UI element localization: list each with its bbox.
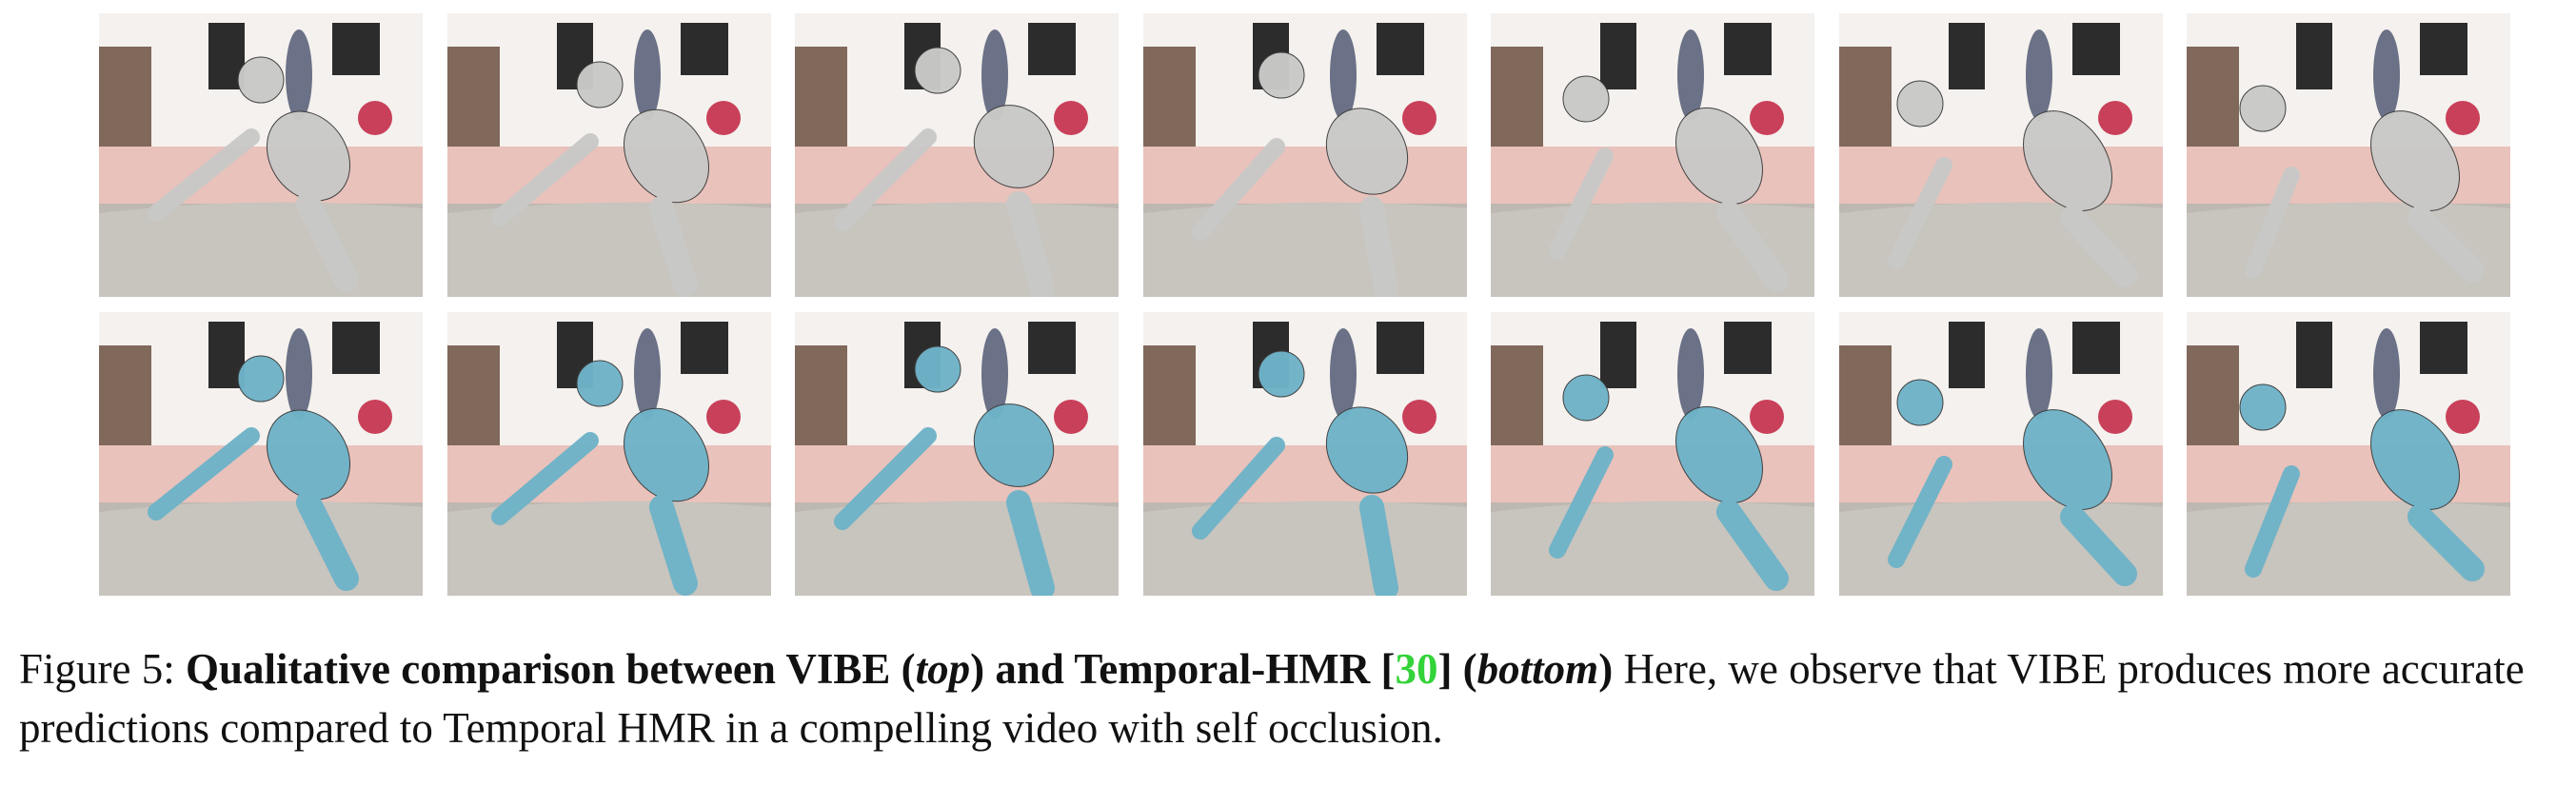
temporal-hmr-frame-2 bbox=[447, 312, 771, 596]
vibe-frame-5 bbox=[1491, 13, 1814, 297]
caption-italic-top: top bbox=[915, 645, 971, 693]
caption-bold-1: Qualitative comparison between VIBE (top… bbox=[186, 645, 1614, 693]
top-row-vibe bbox=[99, 13, 2510, 297]
vibe-frame-4 bbox=[1143, 13, 1467, 297]
temporal-hmr-frame-4 bbox=[1143, 312, 1467, 596]
temporal-hmr-frame-5 bbox=[1491, 312, 1814, 596]
vibe-frame-1 bbox=[99, 13, 423, 297]
figure-caption: Figure 5: Qualitative comparison between… bbox=[19, 639, 2561, 757]
caption-italic-bottom: bottom bbox=[1476, 645, 1599, 693]
temporal-hmr-frame-7 bbox=[2187, 312, 2510, 596]
temporal-hmr-frame-3 bbox=[795, 312, 1119, 596]
temporal-hmr-frame-1 bbox=[99, 312, 423, 596]
vibe-frame-2 bbox=[447, 13, 771, 297]
temporal-hmr-frame-6 bbox=[1839, 312, 2163, 596]
vibe-frame-7 bbox=[2187, 13, 2510, 297]
vibe-frame-3 bbox=[795, 13, 1119, 297]
citation-link[interactable]: 30 bbox=[1395, 645, 1438, 693]
caption-body: Here, we observe that VIBE produces more… bbox=[19, 645, 2525, 752]
caption-prefix: Figure 5: bbox=[19, 645, 186, 693]
bottom-row-temporal-hmr bbox=[99, 312, 2510, 596]
vibe-frame-6 bbox=[1839, 13, 2163, 297]
